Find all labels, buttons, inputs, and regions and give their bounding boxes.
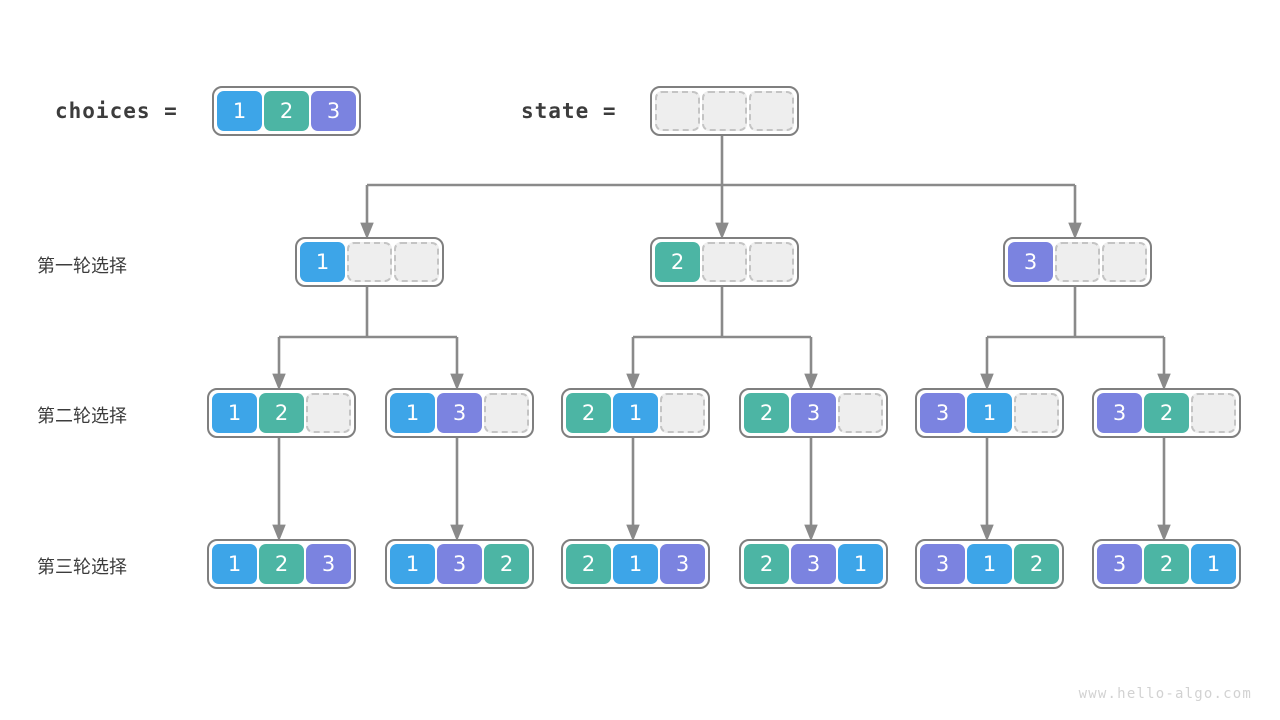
round2-node-6-cell-3: [1191, 393, 1236, 433]
round1-node-3-cell-2: [1055, 242, 1100, 282]
round2-node-1-cell-1: 1: [212, 393, 257, 433]
state-array: [650, 86, 799, 136]
round2-node-3-cell-1: 2: [566, 393, 611, 433]
state-cell-3: [749, 91, 794, 131]
round3-node-1-cell-3: 3: [306, 544, 351, 584]
round1-node-3-cell-1: 3: [1008, 242, 1053, 282]
round3-node-3-cell-1: 2: [566, 544, 611, 584]
round3-node-4-cell-3: 1: [838, 544, 883, 584]
round1-node-3: 3: [1003, 237, 1152, 287]
round2-node-2-cell-1: 1: [390, 393, 435, 433]
choices-label: choices =: [55, 99, 178, 123]
round2-node-5-cell-2: 1: [967, 393, 1012, 433]
round1-node-1-cell-1: 1: [300, 242, 345, 282]
choices-cell-2: 2: [264, 91, 309, 131]
row-label-round-3: 第三轮选择: [37, 557, 127, 578]
watermark: www.hello-algo.com: [1078, 686, 1252, 702]
round2-node-4-cell-3: [838, 393, 883, 433]
row-label-round-1: 第一轮选择: [37, 256, 127, 277]
round2-node-3-cell-3: [660, 393, 705, 433]
round3-node-5-cell-2: 1: [967, 544, 1012, 584]
round3-node-3-cell-3: 3: [660, 544, 705, 584]
state-cell-2: [702, 91, 747, 131]
round1-node-2-cell-3: [749, 242, 794, 282]
round3-node-4-cell-1: 2: [744, 544, 789, 584]
round2-node-1-cell-2: 2: [259, 393, 304, 433]
round1-node-1: 1: [295, 237, 444, 287]
round3-node-2-cell-3: 2: [484, 544, 529, 584]
round2-node-4-cell-1: 2: [744, 393, 789, 433]
round3-node-1-cell-2: 2: [259, 544, 304, 584]
round3-node-1-cell-1: 1: [212, 544, 257, 584]
round3-node-5-cell-1: 3: [920, 544, 965, 584]
round2-node-1-cell-3: [306, 393, 351, 433]
round2-node-5-cell-1: 3: [920, 393, 965, 433]
round3-node-4-cell-2: 3: [791, 544, 836, 584]
choices-cell-3: 3: [311, 91, 356, 131]
round1-node-2-cell-1: 2: [655, 242, 700, 282]
round3-node-6-cell-3: 1: [1191, 544, 1236, 584]
round1-node-1-cell-3: [394, 242, 439, 282]
round3-node-2-cell-1: 1: [390, 544, 435, 584]
round3-node-5-cell-3: 2: [1014, 544, 1059, 584]
row-label-round-2: 第二轮选择: [37, 406, 127, 427]
round2-node-5-cell-3: [1014, 393, 1059, 433]
round2-node-3-cell-2: 1: [613, 393, 658, 433]
round1-node-3-cell-3: [1102, 242, 1147, 282]
round3-node-2-cell-2: 3: [437, 544, 482, 584]
state-label: state =: [521, 99, 617, 123]
round1-node-1-cell-2: [347, 242, 392, 282]
round1-node-2-cell-2: [702, 242, 747, 282]
round2-node-4-cell-2: 3: [791, 393, 836, 433]
round2-node-2-cell-3: [484, 393, 529, 433]
round3-node-3-cell-2: 1: [613, 544, 658, 584]
round3-node-6-cell-1: 3: [1097, 544, 1142, 584]
choices-cell-1: 1: [217, 91, 262, 131]
round1-node-2: 2: [650, 237, 799, 287]
state-cell-1: [655, 91, 700, 131]
round2-node-6-cell-2: 2: [1144, 393, 1189, 433]
round2-node-6-cell-1: 3: [1097, 393, 1142, 433]
round2-node-2-cell-2: 3: [437, 393, 482, 433]
round3-node-6-cell-2: 2: [1144, 544, 1189, 584]
